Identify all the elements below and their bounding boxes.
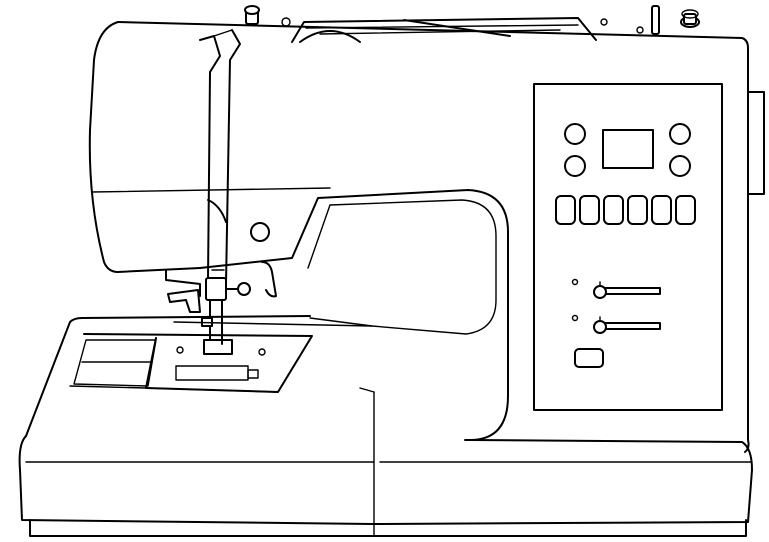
slider-2-track[interactable] [603, 322, 661, 330]
machine-body [88, 21, 765, 453]
spool-pin-right [600, 5, 700, 35]
panel-stitch-button-5[interactable] [651, 195, 672, 225]
slider-1-indicator [571, 278, 579, 286]
top-handle [291, 17, 597, 43]
panel-stitch-button-1[interactable] [555, 195, 576, 225]
machine-base [18, 315, 753, 537]
panel-round-button-bottom-left[interactable] [564, 155, 586, 177]
panel-round-button-bottom-right[interactable] [669, 155, 691, 177]
presser-foot [165, 222, 277, 355]
spool-pin-left [244, 5, 291, 27]
panel-round-button-top-right[interactable] [669, 123, 691, 145]
thread-guide [199, 29, 241, 285]
panel-stitch-button-4[interactable] [627, 195, 648, 225]
slider-2-indicator [571, 314, 579, 322]
panel-stitch-button-6[interactable] [675, 195, 696, 225]
control-panel [533, 83, 723, 411]
panel-round-button-top-left[interactable] [564, 123, 586, 145]
panel-small-button[interactable] [574, 348, 604, 368]
panel-stitch-button-3[interactable] [603, 195, 624, 225]
panel-stitch-button-2[interactable] [579, 195, 600, 225]
slider-1-knob[interactable] [593, 285, 607, 299]
slider-1-track[interactable] [603, 287, 661, 295]
panel-display-screen [602, 129, 654, 169]
slider-2-knob[interactable] [593, 320, 607, 334]
